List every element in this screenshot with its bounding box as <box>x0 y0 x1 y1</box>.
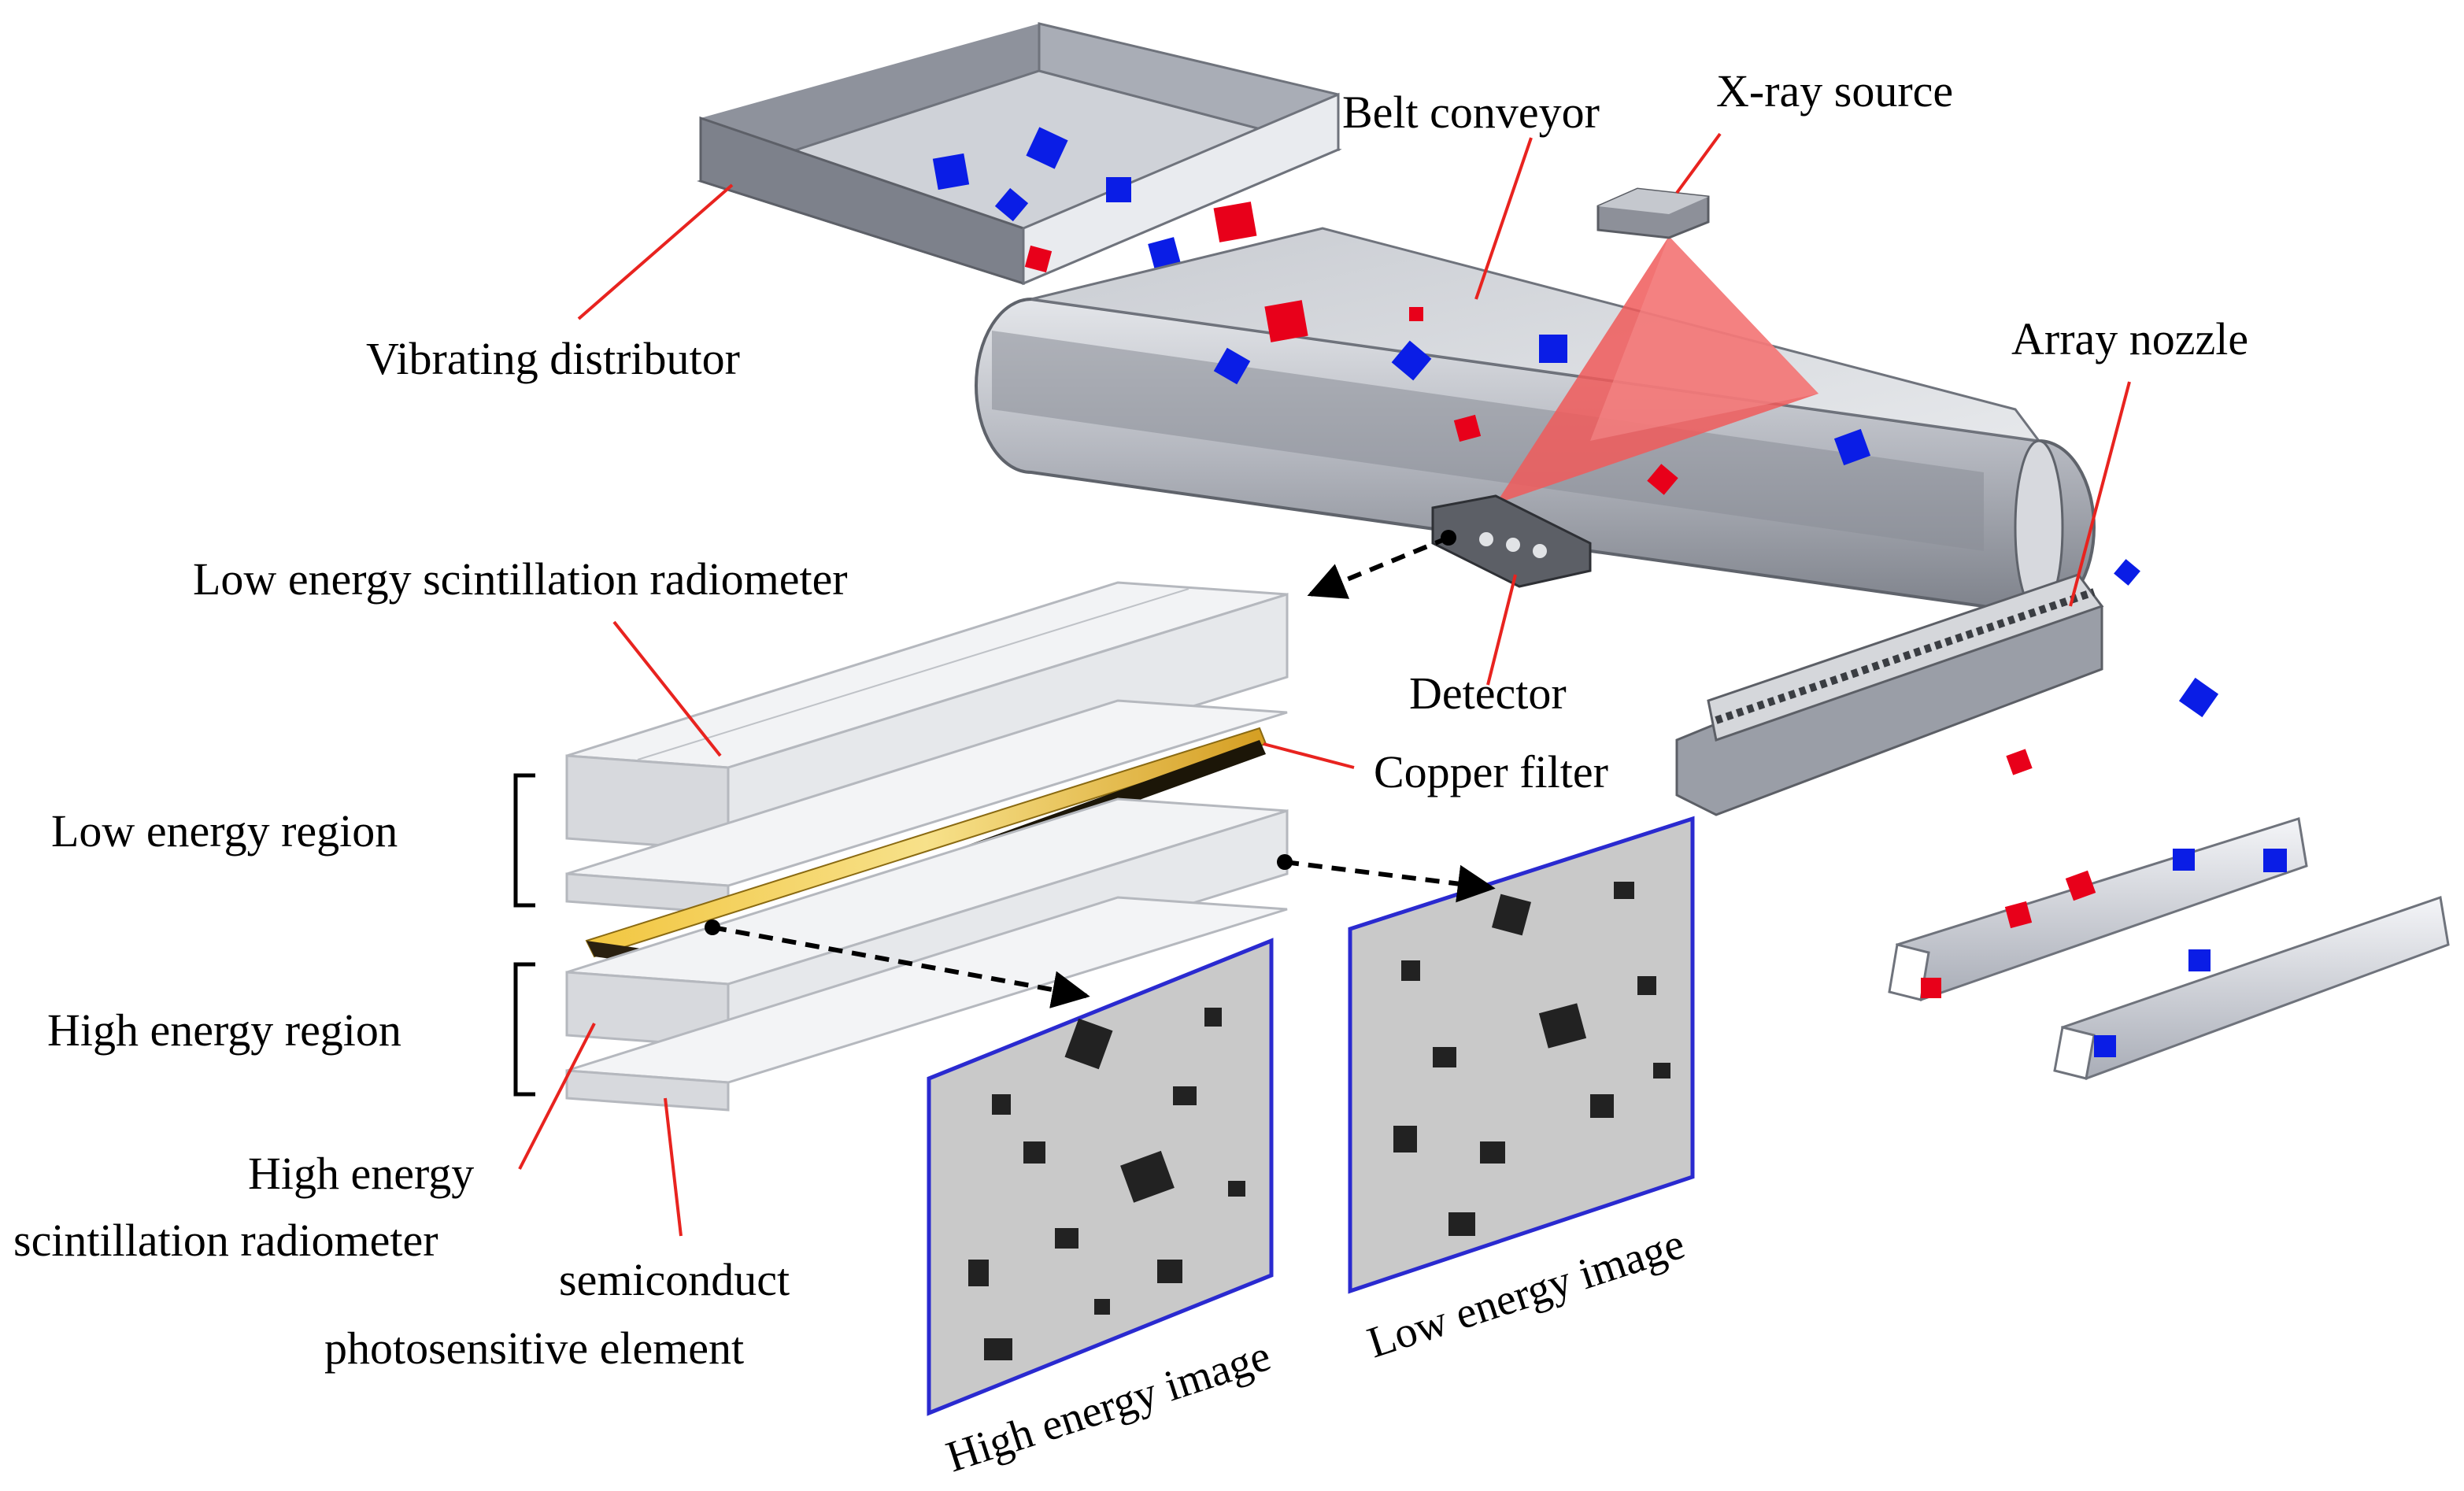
ejected-particles <box>2006 559 2219 775</box>
label-semiconduct-line2: photosensitive element <box>324 1323 744 1374</box>
label-xray-source: X-ray source <box>1716 65 1953 117</box>
detector <box>1431 494 1592 588</box>
collection-trays <box>1888 817 2450 1080</box>
label-array-nozzle: Array nozzle <box>2011 313 2248 364</box>
low-energy-image-panel <box>1348 816 1695 1294</box>
vibrating-distributor <box>697 22 1342 286</box>
array-nozzle <box>1675 573 2104 816</box>
label-high-energy-scintillation-radiometer-line2: scintillation radiometer <box>13 1215 438 1266</box>
leader-lines <box>518 132 2131 1237</box>
label-high-energy-scintillation-radiometer-line1: High energy <box>248 1148 474 1199</box>
radiometer-stack <box>565 581 1289 1112</box>
hopper-particles <box>932 127 1257 273</box>
xray-beam <box>1496 236 1818 504</box>
label-detector: Detector <box>1409 668 1567 719</box>
belt-particles <box>1213 300 1871 495</box>
dashed-arrows <box>712 535 1496 1008</box>
label-belt-conveyor: Belt conveyor <box>1342 87 1600 138</box>
label-low-energy-region: Low energy region <box>51 805 398 856</box>
label-semiconduct-line1: semiconduct <box>559 1254 790 1305</box>
region-brackets <box>513 773 535 1097</box>
xray-source <box>1596 187 1710 239</box>
arrow-origin-dots <box>705 530 1456 935</box>
label-high-energy-region: High energy region <box>47 1004 401 1056</box>
label-vibrating-distributor: Vibrating distributor <box>366 333 740 384</box>
high-energy-image-panel <box>927 938 1274 1416</box>
label-low-energy-scintillation-radiometer: Low energy scintillation radiometer <box>193 553 848 605</box>
label-copper-filter: Copper filter <box>1374 746 1608 797</box>
